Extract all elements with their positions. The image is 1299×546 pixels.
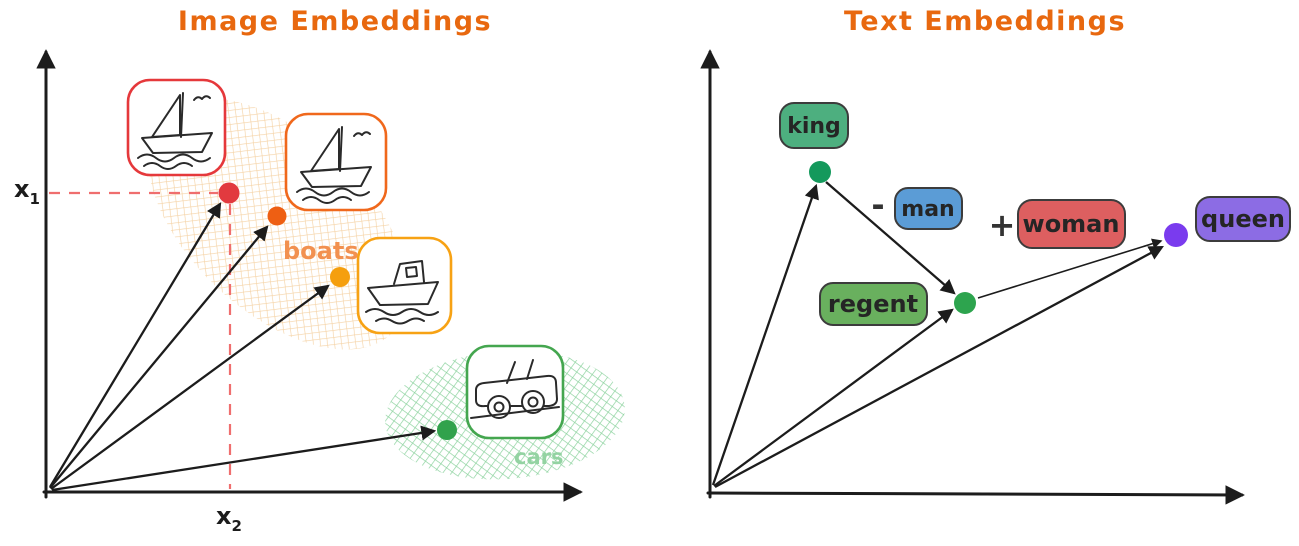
sailboat-icon xyxy=(126,78,227,177)
image-embeddings-diagram: x1 x2 boats cars xyxy=(14,49,625,535)
woman-word-box: woman xyxy=(1017,199,1126,249)
image-vector-arrows xyxy=(49,202,437,492)
motorboat-icon xyxy=(356,236,453,335)
vector-origin-to-king xyxy=(711,183,819,486)
man-word-box: man xyxy=(894,187,963,230)
car-icon xyxy=(465,344,565,440)
left-panel-title: Image Embeddings xyxy=(177,6,493,37)
dashed-guides xyxy=(49,191,232,489)
man-label: man xyxy=(901,197,954,222)
woman-label: woman xyxy=(1023,210,1120,238)
x-axis-label: x2 xyxy=(216,502,242,535)
king-label: king xyxy=(787,114,841,139)
car-point-green xyxy=(437,420,457,440)
regent-word-box: regent xyxy=(819,282,928,326)
king-point xyxy=(809,161,831,183)
cars-cluster-label: cars xyxy=(514,445,563,469)
text-embeddings-diagram: king - man + woman queen regent xyxy=(700,49,1291,505)
queen-word-box: queen xyxy=(1195,196,1291,242)
regent-label: regent xyxy=(828,290,918,318)
sailboat-icon xyxy=(284,112,388,212)
right-axes xyxy=(700,49,1245,505)
image-embedding-points xyxy=(218,182,457,440)
boats-cluster-label: boats xyxy=(283,237,359,265)
y-axis-label: x1 xyxy=(14,175,40,208)
vector-origin-to-regent xyxy=(713,308,954,487)
king-word-box: king xyxy=(779,102,849,149)
vector-regent-to-queen xyxy=(977,238,1163,299)
motorboat-point-orange xyxy=(330,267,350,287)
queen-point xyxy=(1164,223,1188,247)
vector-king-to-regent xyxy=(825,181,956,295)
text-embedding-points xyxy=(809,161,1188,314)
text-vector-arrows xyxy=(711,181,1164,489)
vector-to-orange-point xyxy=(50,284,330,490)
regent-point xyxy=(954,292,976,314)
vector-to-red-point xyxy=(49,202,222,488)
left-axes xyxy=(36,49,583,502)
vector-to-dark-orange-point xyxy=(49,225,269,489)
vector-origin-to-queen xyxy=(714,245,1164,489)
queen-label: queen xyxy=(1201,205,1285,233)
sailboat-point-dark-orange xyxy=(267,206,287,226)
sailboat-point-red xyxy=(218,182,240,204)
plus-sign: + xyxy=(989,206,1016,244)
right-panel-title: Text Embeddings xyxy=(843,6,1127,37)
vector-to-green-point xyxy=(51,425,437,492)
minus-sign: - xyxy=(871,186,884,224)
